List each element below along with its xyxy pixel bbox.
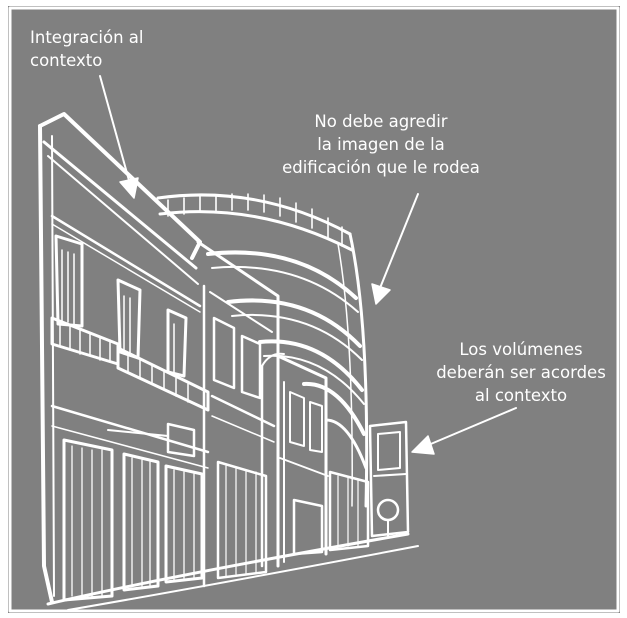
curved-modern-building-sketch bbox=[156, 193, 370, 568]
far-building-sketch bbox=[368, 420, 410, 538]
annotation-volumes: Los volúmenes deberán ser acordes al con… bbox=[436, 340, 606, 405]
middle-buildings-sketch bbox=[196, 240, 329, 588]
arrow-image bbox=[371, 193, 419, 305]
arrow-volumes bbox=[411, 407, 517, 455]
annotation-context: Integración al contexto bbox=[30, 28, 144, 70]
left-building-sketch bbox=[38, 112, 210, 604]
street-line bbox=[67, 545, 419, 611]
sidewalk-line bbox=[46, 532, 410, 606]
arrow-context bbox=[99, 75, 139, 199]
frame-border bbox=[8, 6, 620, 613]
street-sketch bbox=[8, 6, 620, 613]
illustration-panel: Integración al contexto No debe agredir … bbox=[8, 6, 620, 613]
annotation-image: No debe agredir la imagen de la edificac… bbox=[282, 112, 480, 177]
